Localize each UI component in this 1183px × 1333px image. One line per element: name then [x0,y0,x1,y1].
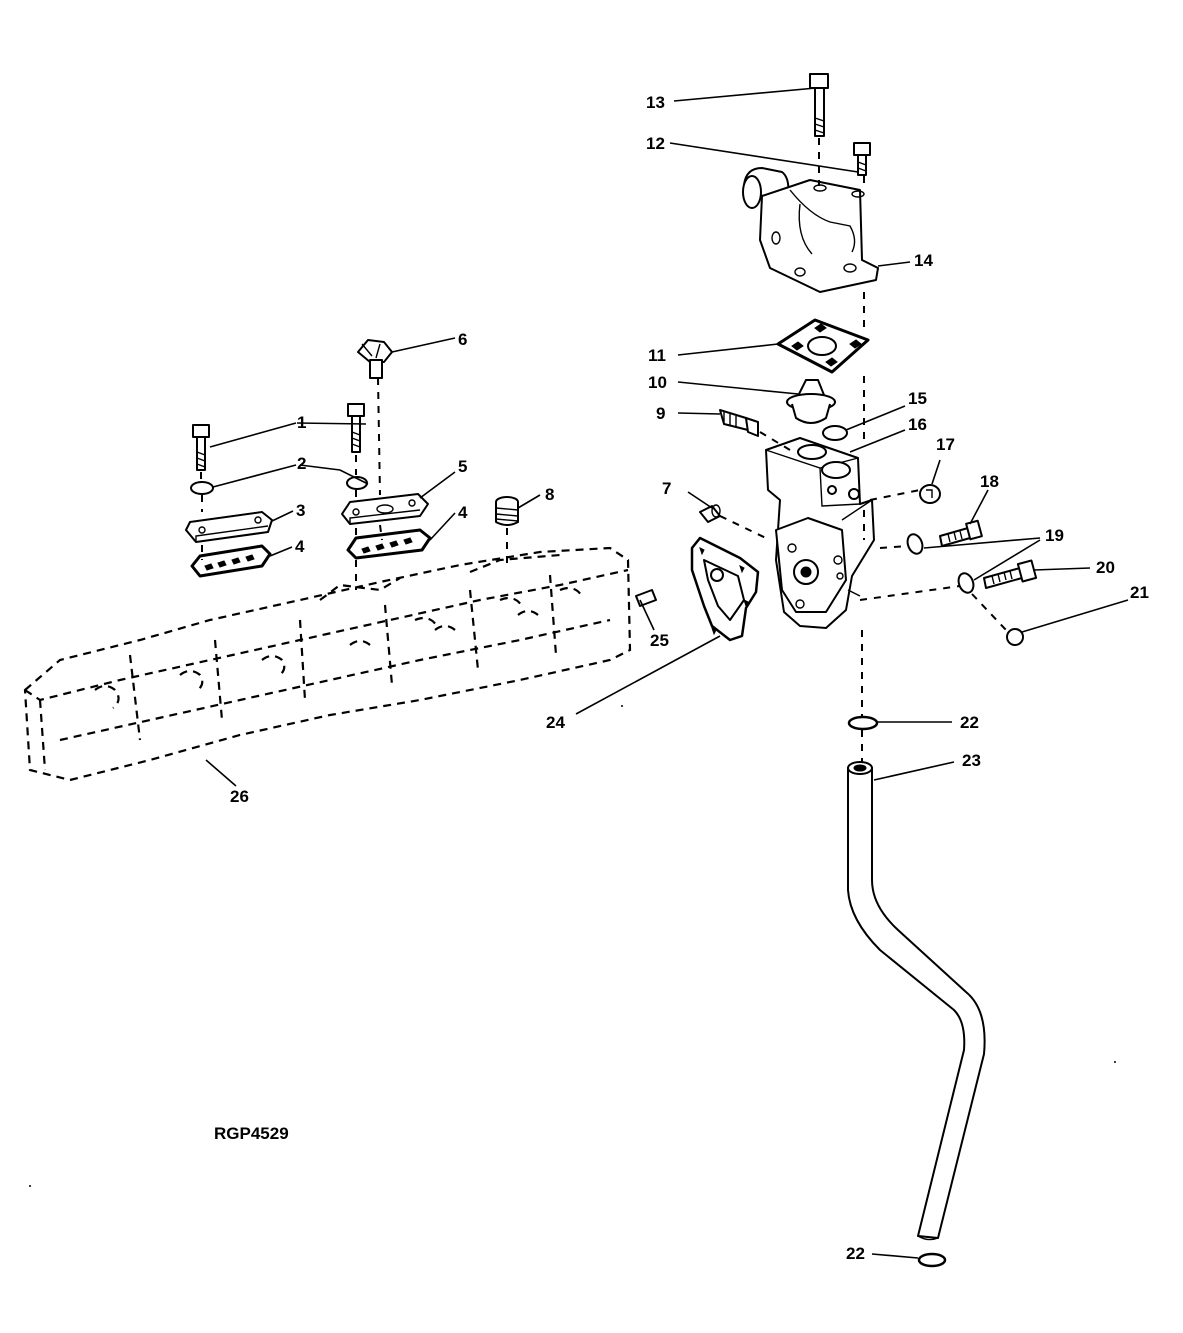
sender-9 [719,409,759,437]
callout-18: 18 [980,472,999,491]
washer-19-lower [957,572,975,594]
callout-8: 8 [545,485,554,504]
callout-7: 7 [662,479,671,498]
thermostat-housing-14 [742,167,879,293]
gasket-11 [776,318,870,374]
callout-20: 20 [1096,558,1115,577]
sender-6 [357,339,393,379]
callout-13: 13 [646,93,665,112]
callout-17: 17 [936,435,955,454]
callout-6: 6 [458,330,467,349]
callout-16: 16 [908,415,927,434]
callout-2: 2 [297,454,306,473]
washer-19-upper [906,533,924,555]
gasket-4-right [346,528,432,560]
tube-23 [847,761,986,1241]
gasket-24 [690,536,760,642]
bolt-1-right [347,403,365,453]
callout-24: 24 [546,713,565,732]
callout-14: 14 [914,251,933,270]
bolt-18 [939,519,983,547]
cover-plate-3 [185,511,273,543]
callout-4-right: 4 [458,503,468,522]
bolt-13 [809,73,829,137]
o-ring-22-bottom [917,1252,947,1268]
callout-3: 3 [296,501,305,520]
washer-15 [822,425,848,441]
figure-id: RGP4529 [214,1124,289,1143]
leader-lines [205,87,1129,1259]
callout-26: 26 [230,787,249,806]
o-ring-21 [1006,628,1024,646]
washer-2-left [190,481,214,495]
bolt-1-left [192,424,210,471]
plate-5 [341,493,429,525]
cylinder-head-phantom [23,546,632,782]
water-manifold-16 [765,437,875,629]
plug-17 [919,484,941,504]
callout-23: 23 [962,751,981,770]
callout-4-left: 4 [295,537,305,556]
callout-5: 5 [458,457,467,476]
bolt-12 [853,142,871,176]
callout-22-bottom: 22 [846,1244,865,1263]
callout-10: 10 [648,373,667,392]
callout-15: 15 [908,389,927,408]
gasket-4-left [190,544,272,578]
bolt-20 [983,559,1038,589]
callout-9: 9 [656,404,665,423]
callout-11: 11 [648,346,666,365]
callout-19: 19 [1045,526,1064,545]
plug-8 [495,496,519,526]
callout-1: 1 [297,413,306,432]
callout-22-top: 22 [960,713,979,732]
o-ring-22-top [847,715,879,731]
callout-12: 12 [646,134,665,153]
callout-25: 25 [650,631,669,650]
dowel-pin-25 [635,589,657,607]
thermostat-10 [786,379,836,424]
callout-21: 21 [1130,583,1149,602]
